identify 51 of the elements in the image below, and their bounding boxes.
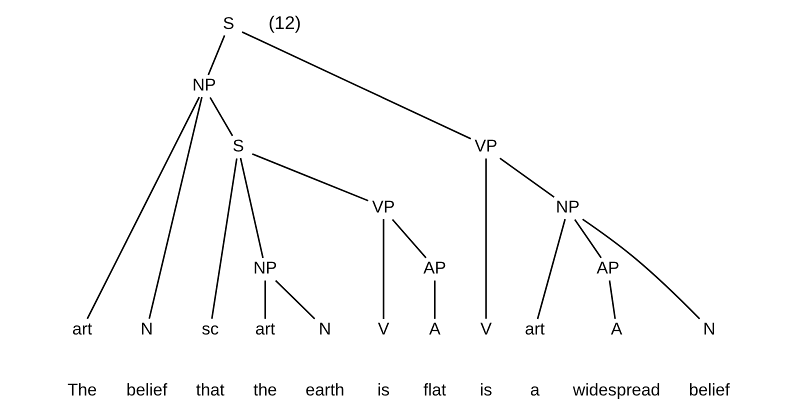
label: that	[196, 380, 224, 400]
node-text: N	[702, 320, 715, 339]
connector	[382, 219, 384, 319]
node-text: A	[610, 320, 622, 339]
node-text: NP	[252, 258, 277, 278]
node-text: AP	[422, 258, 446, 278]
node-text: A	[428, 320, 440, 339]
node-text: NP	[192, 76, 216, 95]
label: (12)	[268, 12, 300, 33]
label: widespread	[572, 380, 660, 400]
node-text: N	[140, 320, 153, 339]
label: the	[252, 380, 277, 400]
connector	[241, 31, 471, 140]
label: belief	[126, 380, 167, 400]
label: earth	[305, 380, 344, 400]
connector	[207, 35, 225, 76]
connector	[274, 280, 315, 320]
label: is	[479, 380, 492, 400]
label: belief	[688, 380, 730, 400]
node-text: S	[232, 136, 244, 156]
connector	[536, 218, 566, 320]
connector	[574, 219, 602, 258]
connector	[264, 280, 266, 319]
label: is	[376, 380, 390, 400]
node-text: VP	[474, 136, 497, 156]
connector	[582, 218, 700, 320]
connector	[391, 219, 426, 258]
node-text: art	[72, 320, 92, 339]
connector	[434, 280, 436, 319]
node-text: V	[377, 320, 389, 339]
connector	[239, 158, 264, 258]
node-text: sc	[201, 320, 218, 339]
node-text: art	[254, 320, 275, 339]
label: flat	[422, 380, 446, 400]
label: The	[66, 380, 96, 400]
connector	[148, 96, 202, 319]
node-text: N	[318, 320, 331, 339]
node-text: NP	[555, 198, 580, 217]
connector	[210, 158, 238, 319]
connector	[86, 96, 200, 320]
connector	[208, 97, 233, 136]
node-text: S	[222, 14, 234, 33]
node-text: V	[480, 320, 492, 339]
node-text: art	[524, 320, 544, 339]
label: a	[530, 380, 540, 400]
node-text: VP	[372, 198, 394, 217]
connector	[251, 153, 368, 202]
connector	[498, 158, 554, 198]
connector	[484, 158, 486, 319]
node-text: AP	[596, 258, 619, 278]
connector	[608, 280, 616, 319]
